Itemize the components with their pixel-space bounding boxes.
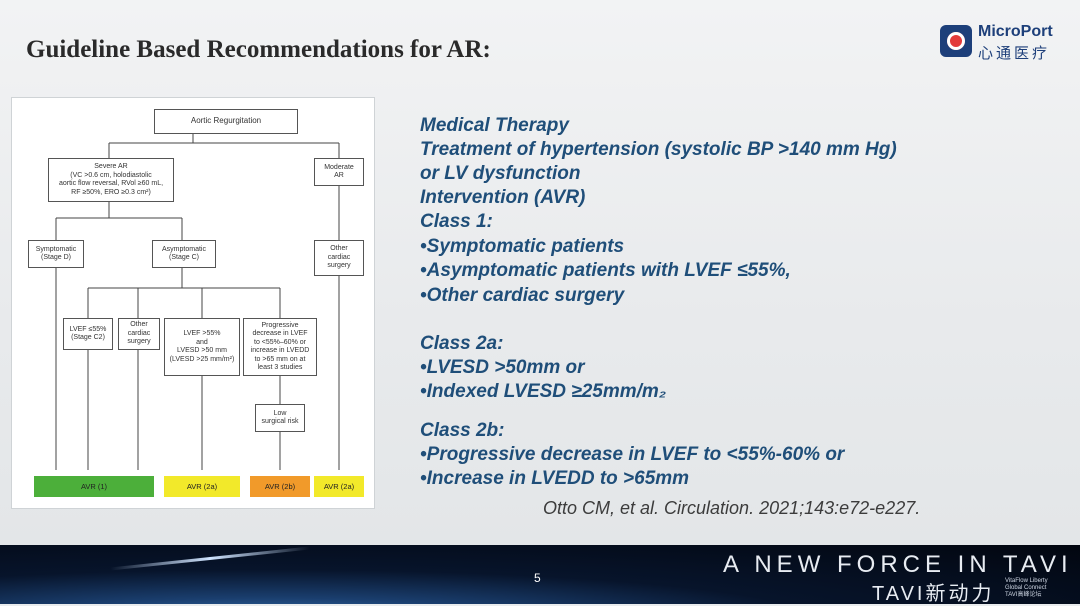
flow-low-surgical-risk: Low surgical risk (255, 404, 305, 432)
footer-subtag: TAVI新动力 (872, 583, 995, 605)
rec-medical-therapy: Medical Therapy (420, 115, 569, 136)
page-number: 5 (534, 571, 541, 585)
flow-symptomatic: Symptomatic (Stage D) (28, 240, 84, 268)
flow-asymptomatic: Asymptomatic (Stage C) (152, 240, 216, 268)
rec-intervention: Intervention (AVR) (420, 187, 586, 208)
rec-hypertension: Treatment of hypertension (systolic BP >… (420, 139, 897, 160)
flow-avr-class-2a: AVR (2a) (164, 476, 240, 497)
rec-class-2b: Class 2b: (420, 420, 505, 441)
flow-avr-class-1: AVR (1) (34, 476, 154, 497)
rec-indexed-lvesd: •Indexed LVESD ≥25mm/m₂ (420, 381, 667, 402)
flow-severe-ar: Severe AR (VC >0.6 cm, holodiastolic aor… (48, 158, 174, 202)
footer-small-text: VitaFlow Liberty Global Connect TAVI高峰论坛 (1005, 578, 1048, 598)
flow-avr-class-2b: AVR (2b) (250, 476, 310, 497)
slide-title: Guideline Based Recommendations for AR: (26, 36, 491, 63)
rec-class-2a: Class 2a: (420, 333, 504, 354)
flow-aortic-regurgitation: Aortic Regurgitation (154, 109, 298, 134)
slide: Guideline Based Recommendations for AR: … (0, 0, 1080, 545)
logo-name-en: MicroPort (978, 23, 1053, 40)
microport-logo: MicroPort 心通医疗 (940, 22, 1060, 62)
flow-avr-class-2a-moderate: AVR (2a) (314, 476, 364, 497)
footer-banner: 5 A NEW FORCE IN TAVI TAVI新动力 VitaFlow L… (0, 545, 1080, 605)
ar-flowchart: Aortic Regurgitation Severe AR (VC >0.6 … (11, 97, 375, 509)
rec-asymptomatic: •Asymptomatic patients with LVEF ≤55%, (420, 260, 791, 281)
rec-lvesd: •LVESD >50mm or (420, 357, 585, 378)
flow-progressive-decrease: Progressive decrease in LVEF to <55%–60%… (243, 318, 317, 376)
rec-class-1: Class 1: (420, 211, 493, 232)
flow-lvesd: LVEF >55% and LVESD >50 mm (LVESD >25 mm… (164, 318, 240, 376)
rec-other-surgery: •Other cardiac surgery (420, 285, 625, 306)
logo-name-cn: 心通医疗 (978, 45, 1051, 62)
flow-lvef-stage-c2: LVEF ≤55% (Stage C2) (63, 318, 113, 350)
flowchart-connectors (55, 134, 340, 470)
rec-progressive: •Progressive decrease in LVEF to <55%-60… (420, 444, 845, 465)
rec-lv-dysfunction: or LV dysfunction (420, 163, 581, 184)
rec-lvedd: •Increase in LVEDD to >65mm (420, 468, 690, 489)
flow-other-cardiac-surgery-severe: Other cardiac surgery (118, 318, 160, 350)
flow-other-cardiac-surgery-moderate: Other cardiac surgery (314, 240, 364, 276)
microport-logo-icon (940, 25, 972, 57)
rec-symptomatic: •Symptomatic patients (420, 236, 625, 257)
footer-tagline: A NEW FORCE IN TAVI (723, 551, 1073, 578)
citation: Otto CM, et al. Circulation. 2021;143:e7… (543, 498, 921, 518)
flow-moderate-ar: Moderate AR (314, 158, 364, 186)
